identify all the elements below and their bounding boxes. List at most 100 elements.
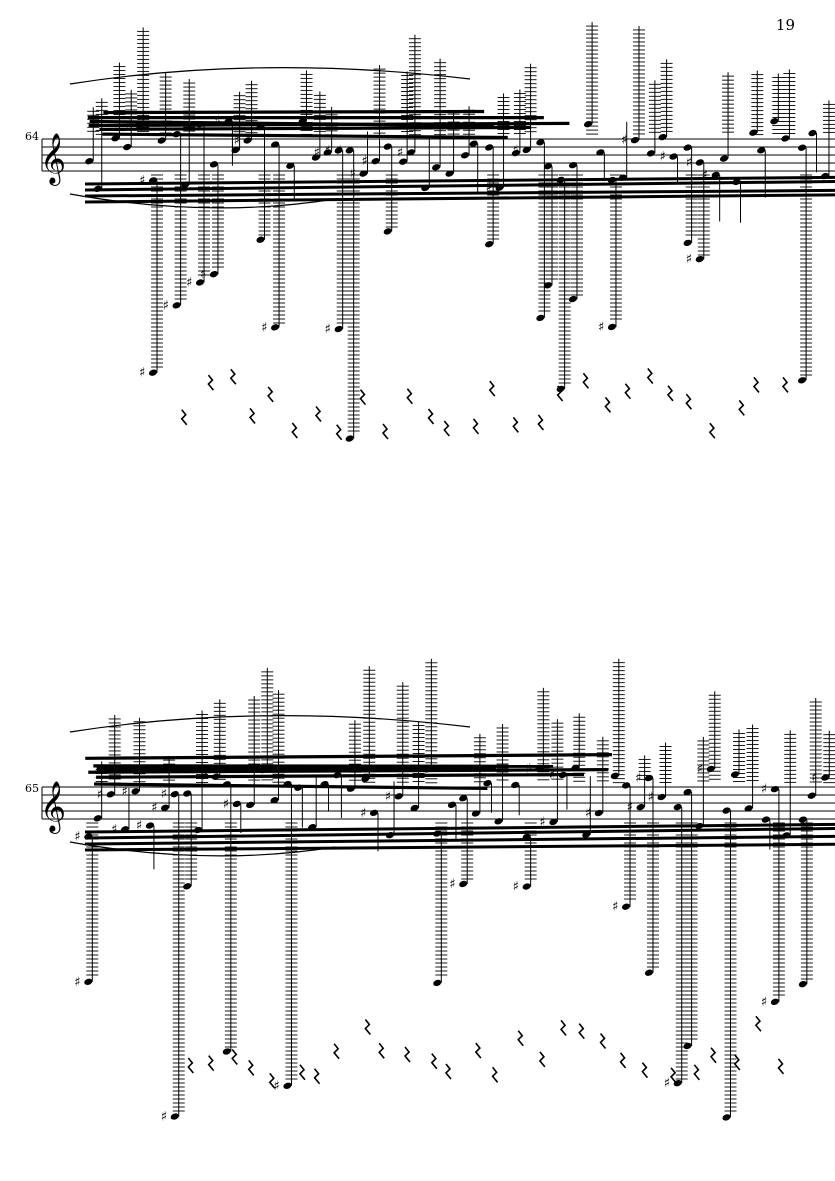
quarter-rest	[559, 1019, 567, 1036]
notehead	[781, 135, 790, 142]
sharp-sign: ♯	[702, 168, 708, 183]
system-2: 𝄞♯♯♯♯♯♯♯♯♯♯♯♯♯♯♯♯♯♯♯♯♯♯♯♯♯♯♯♯♯	[40, 658, 835, 1125]
notehead	[345, 147, 354, 154]
quarter-rest	[582, 372, 590, 389]
quarter-rest	[378, 1042, 385, 1059]
notehead	[170, 791, 179, 798]
beam	[84, 842, 835, 852]
notehead	[621, 782, 631, 789]
notehead	[706, 765, 715, 773]
notehead	[123, 143, 132, 151]
notehead	[222, 1048, 231, 1055]
sharp-sign: ♯	[627, 800, 633, 815]
page-number: 19	[775, 16, 795, 34]
notehead	[209, 270, 219, 278]
beam	[103, 109, 485, 115]
notehead	[195, 121, 205, 128]
notehead	[770, 998, 779, 1005]
notehead	[469, 140, 478, 147]
notehead	[536, 314, 545, 322]
sharp-sign: ♯	[186, 275, 192, 290]
notehead	[683, 239, 692, 247]
notehead	[485, 240, 494, 248]
notehead	[658, 133, 667, 141]
notehead	[610, 772, 619, 779]
sharp-sign: ♯	[163, 298, 169, 313]
quarter-rest	[641, 1062, 649, 1079]
notehead	[394, 793, 403, 800]
notehead	[495, 184, 504, 191]
notehead	[84, 978, 93, 985]
measure-number-65: 65	[25, 782, 39, 795]
measure-number-64: 64	[25, 130, 39, 143]
beam	[84, 826, 835, 840]
quarter-rest	[754, 1015, 762, 1032]
notehead	[334, 325, 343, 333]
notehead	[459, 880, 468, 888]
notehead	[568, 161, 578, 169]
notehead	[433, 979, 442, 987]
quarter-rest	[624, 383, 632, 400]
notehead	[406, 149, 415, 156]
notehead	[558, 771, 568, 779]
notehead	[711, 171, 720, 179]
notehead	[157, 137, 166, 144]
notehead	[183, 790, 192, 797]
notehead	[181, 181, 190, 189]
notehead	[669, 153, 678, 160]
beam	[84, 834, 835, 846]
notehead	[232, 800, 241, 808]
notehead	[346, 785, 355, 792]
notehead	[283, 1082, 292, 1089]
sharp-sign: ♯	[214, 114, 220, 129]
notehead	[294, 784, 303, 791]
notehead	[399, 158, 408, 165]
sharp-sign: ♯	[635, 771, 641, 786]
sharp-sign: ♯	[325, 143, 331, 158]
quarter-rest	[646, 367, 654, 385]
quarter-rest	[298, 1064, 306, 1081]
sharp-sign: ♯	[360, 806, 366, 821]
quarter-rest	[359, 389, 367, 406]
quarter-rest	[403, 1046, 411, 1063]
notehead	[808, 129, 817, 137]
notehead	[798, 144, 807, 151]
notehead	[111, 135, 120, 142]
quarter-rest	[599, 1032, 607, 1049]
sharp-sign: ♯	[648, 790, 654, 805]
sharp-sign: ♯	[223, 797, 229, 812]
sharp-sign: ♯	[350, 167, 356, 182]
quarter-rest	[693, 1064, 701, 1081]
notehead	[568, 295, 578, 303]
quarter-rest	[556, 385, 564, 402]
sharp-sign: ♯	[659, 150, 665, 165]
notehead	[345, 435, 354, 442]
notehead	[93, 815, 102, 822]
notehead	[618, 174, 627, 181]
quarter-rest	[443, 420, 450, 437]
sharp-sign: ♯	[151, 801, 157, 816]
quarter-rest	[364, 1019, 371, 1036]
sharp-sign: ♯	[261, 320, 267, 335]
sharp-sign: ♯	[449, 877, 455, 892]
sharp-sign: ♯	[686, 155, 692, 170]
quarter-rest	[491, 1066, 499, 1083]
slur	[69, 193, 336, 209]
sharp-sign: ♯	[121, 784, 127, 799]
notehead	[410, 804, 419, 812]
sharp-sign: ♯	[336, 143, 342, 158]
notehead	[584, 121, 593, 128]
notehead	[494, 818, 503, 825]
sharp-sign: ♯	[139, 173, 145, 188]
quarter-rest	[709, 1047, 717, 1064]
quarter-rest	[207, 374, 215, 391]
notehead	[334, 147, 343, 154]
sharp-sign: ♯	[234, 133, 240, 148]
slur	[69, 841, 336, 857]
sharp-sign: ♯	[325, 322, 331, 337]
notehead	[630, 136, 640, 144]
sharp-sign: ♯	[697, 762, 703, 777]
notehead	[308, 823, 317, 831]
notehead	[582, 831, 591, 838]
